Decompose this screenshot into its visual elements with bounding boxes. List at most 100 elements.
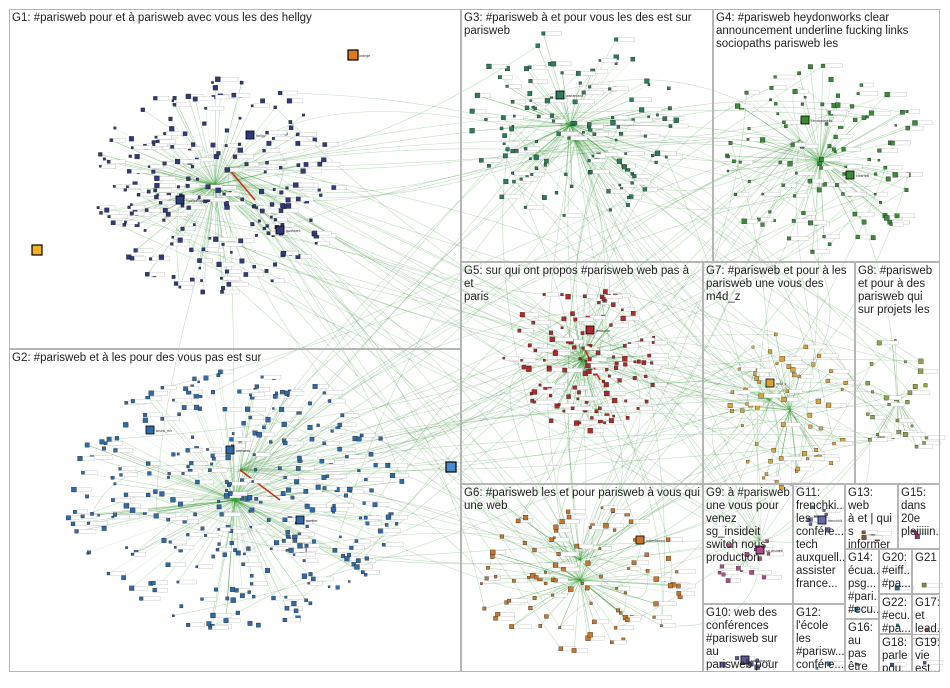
node-g5[interactable] xyxy=(632,376,637,380)
node-g4[interactable] xyxy=(841,147,846,152)
node-g3[interactable] xyxy=(544,158,549,164)
node-g8[interactable] xyxy=(868,438,872,442)
node-g1[interactable] xyxy=(273,218,277,222)
node-g2[interactable] xyxy=(364,556,369,561)
node-g1[interactable] xyxy=(273,262,278,267)
node-g1[interactable] xyxy=(185,93,191,99)
node-g2[interactable] xyxy=(123,503,130,509)
node-g2[interactable] xyxy=(305,524,309,529)
node-g3[interactable] xyxy=(484,117,488,121)
node-g1[interactable] xyxy=(226,282,232,287)
node-g1[interactable] xyxy=(219,276,223,280)
node-g1[interactable] xyxy=(255,234,258,237)
node-g8[interactable] xyxy=(905,400,910,405)
node-g9[interactable] xyxy=(725,578,731,583)
node-g2[interactable] xyxy=(316,423,320,427)
node-g4[interactable] xyxy=(810,249,815,254)
node-g1[interactable] xyxy=(133,248,138,253)
node-g4[interactable] xyxy=(822,235,826,239)
node-g2[interactable] xyxy=(274,540,279,546)
node-g6[interactable] xyxy=(580,582,584,585)
node-g6[interactable] xyxy=(660,624,663,627)
node-g2[interactable] xyxy=(151,580,156,585)
node-g3[interactable] xyxy=(639,107,645,113)
node-g1[interactable] xyxy=(312,230,318,236)
node-g2[interactable] xyxy=(312,384,318,389)
node-g3[interactable] xyxy=(589,170,593,174)
node-g2[interactable] xyxy=(304,598,308,603)
node-g7[interactable] xyxy=(806,457,809,461)
node-g1[interactable] xyxy=(200,279,203,282)
node-g13[interactable] xyxy=(861,530,866,535)
node-g1[interactable] xyxy=(158,201,163,205)
node-g2[interactable] xyxy=(200,526,205,531)
node-g2[interactable] xyxy=(160,386,164,390)
node-g1[interactable] xyxy=(172,103,177,107)
node-g2[interactable] xyxy=(203,375,209,381)
node-g2[interactable] xyxy=(311,576,316,582)
node-g2[interactable] xyxy=(364,477,368,482)
node-g5[interactable] xyxy=(531,389,538,395)
node-g5[interactable] xyxy=(533,400,536,404)
node-g1[interactable] xyxy=(98,152,103,157)
node-g7[interactable] xyxy=(768,349,773,354)
node-g2[interactable] xyxy=(291,600,297,607)
node-g4[interactable] xyxy=(778,160,782,164)
node-g5[interactable] xyxy=(548,394,553,398)
node-g2[interactable] xyxy=(112,512,117,517)
node-g2[interactable] xyxy=(225,454,231,461)
node-g3[interactable] xyxy=(651,153,655,158)
node-g7[interactable] xyxy=(730,409,734,413)
node-g4[interactable] xyxy=(807,178,813,184)
node-g2[interactable] xyxy=(385,462,391,468)
node-g9[interactable] xyxy=(757,556,762,561)
node-heydonworks[interactable] xyxy=(800,115,810,125)
node-hellgy[interactable] xyxy=(245,130,255,140)
node-g6[interactable] xyxy=(509,624,514,629)
node-g7[interactable] xyxy=(825,378,830,383)
node-g1[interactable] xyxy=(186,205,191,210)
node-sup-internet[interactable] xyxy=(740,655,750,665)
node-g1[interactable] xyxy=(190,165,195,169)
node-g3[interactable] xyxy=(647,83,651,86)
node-g2[interactable] xyxy=(142,417,148,423)
node-g2[interactable] xyxy=(290,495,295,500)
node-g2[interactable] xyxy=(119,473,123,477)
node-g5[interactable] xyxy=(614,365,619,370)
node-g2[interactable] xyxy=(394,522,399,526)
node-g5[interactable] xyxy=(549,336,555,342)
node-g1[interactable] xyxy=(222,192,226,196)
node-g3[interactable] xyxy=(654,160,658,164)
node-g11[interactable] xyxy=(811,505,815,509)
node-g7[interactable] xyxy=(730,390,735,394)
node-g6[interactable] xyxy=(568,586,574,592)
node-g4[interactable] xyxy=(832,147,836,152)
node-g1[interactable] xyxy=(221,286,226,291)
node-g4[interactable] xyxy=(879,200,882,204)
node-g3[interactable] xyxy=(487,163,491,168)
node-g2[interactable] xyxy=(330,506,336,512)
node-g2[interactable] xyxy=(351,562,356,567)
node-g1[interactable] xyxy=(191,142,196,147)
node-g2[interactable] xyxy=(186,622,191,627)
node-g1[interactable] xyxy=(255,206,258,209)
node-g5[interactable] xyxy=(570,311,575,316)
node-g1[interactable] xyxy=(322,142,327,147)
node-g2[interactable] xyxy=(97,514,100,517)
node-g1[interactable] xyxy=(200,289,205,295)
node-g3[interactable] xyxy=(562,213,566,217)
node-g2[interactable] xyxy=(295,466,301,471)
node-g3[interactable] xyxy=(572,99,578,105)
node-g3[interactable] xyxy=(618,183,622,187)
node-g2[interactable] xyxy=(235,610,240,615)
node-g4[interactable] xyxy=(747,179,751,183)
node-g3[interactable] xyxy=(502,142,506,146)
node-g4[interactable] xyxy=(884,215,890,221)
node-g4[interactable] xyxy=(822,182,827,187)
node-g2[interactable] xyxy=(361,570,365,574)
node-g5[interactable] xyxy=(598,406,602,411)
node-g1[interactable] xyxy=(129,211,134,216)
node-g6[interactable] xyxy=(507,598,511,603)
node-g4[interactable] xyxy=(885,176,891,182)
node-g4[interactable] xyxy=(890,140,895,146)
